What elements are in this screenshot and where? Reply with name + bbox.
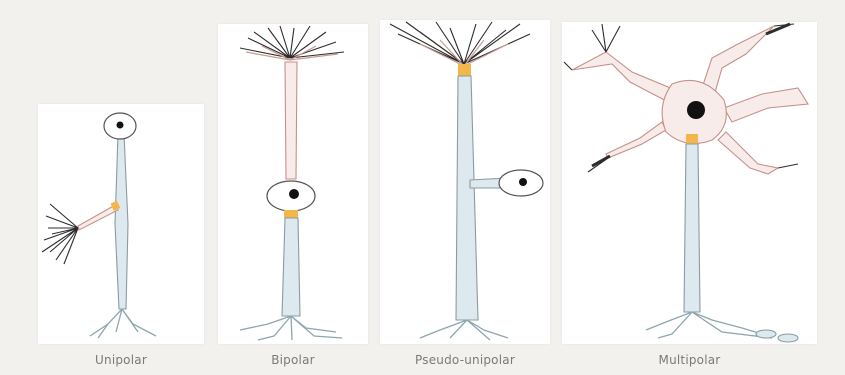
multipolar-dendrite-left-upper (572, 52, 680, 104)
multipolar-dendrite-right-lower (718, 132, 778, 174)
pseudo-top-ending (390, 22, 530, 64)
unipolar-peripheral-process (78, 204, 118, 230)
multipolar-dendrite-right (724, 88, 808, 122)
unipolar-axon-terminals (90, 309, 156, 338)
bipolar-dendrite (285, 62, 297, 179)
pseudo-axon-terminals (420, 320, 508, 340)
multipolar-neuron-panel (562, 22, 817, 344)
multipolar-terminal-bulb-2 (778, 334, 798, 342)
multipolar-hillock (686, 134, 698, 144)
multipolar-terminal-bulb-1 (756, 330, 776, 338)
label-multipolar: Multipolar (562, 353, 817, 367)
pseudo-unipolar-neuron-drawing (380, 20, 550, 344)
bipolar-neuron-panel (218, 24, 368, 344)
multipolar-axon (684, 144, 700, 312)
bipolar-hillock (284, 210, 298, 218)
multipolar-nucleus (687, 101, 705, 119)
pseudo-hillock (458, 64, 471, 76)
bipolar-nucleus (289, 189, 299, 199)
unipolar-peripheral-ending (42, 204, 78, 264)
label-unipolar: Unipolar (38, 353, 204, 367)
multipolar-axon-terminals (646, 312, 772, 338)
bipolar-axon (282, 218, 300, 316)
pseudo-nucleus (519, 178, 527, 186)
pseudo-main-process (456, 76, 478, 320)
bipolar-axon-terminals (240, 316, 342, 340)
unipolar-neuron-drawing (38, 104, 204, 344)
label-pseudo-unipolar: Pseudo-unipolar (372, 353, 558, 367)
pseudo-unipolar-neuron-panel (380, 20, 550, 344)
unipolar-axon (115, 134, 128, 309)
unipolar-neuron-panel (38, 104, 204, 344)
multipolar-neuron-drawing (562, 22, 817, 344)
multipolar-dendrite-left-lower (606, 122, 666, 158)
label-bipolar: Bipolar (218, 353, 368, 367)
unipolar-nucleus (117, 122, 124, 129)
bipolar-neuron-drawing (218, 24, 368, 344)
multipolar-dendrite-right-upper (702, 26, 774, 96)
